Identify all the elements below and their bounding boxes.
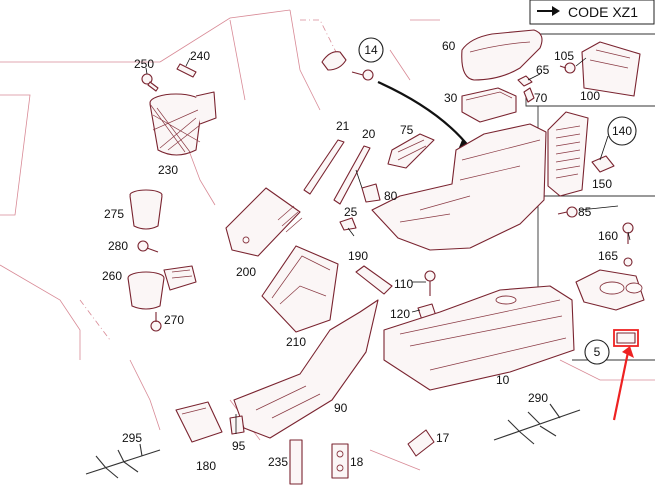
label-18: 18 [350,455,364,469]
console-front [371,123,547,251]
highlight-arrow [612,351,630,421]
clip-14 [321,51,374,81]
screw-160 [622,222,634,267]
code-box: CODE XZ1 [529,0,655,25]
label-17: 17 [436,431,450,445]
label-295: 295 [122,431,142,445]
part-number-labels: 250 240 60 105 65 70 100 30 230 21 20 75… [102,39,618,473]
grille-panel [547,111,589,197]
storage-box-210 [261,245,339,333]
bracket-190 [355,265,393,295]
clip-25 [339,217,357,231]
screw-250 [141,73,159,92]
code-box-label: CODE XZ1 [568,4,638,20]
clip-150 [591,155,615,173]
label-235: 235 [268,455,288,469]
tray-30 [461,87,517,123]
label-270: 270 [164,313,184,327]
label-21: 21 [336,119,350,133]
label-290: 290 [528,391,548,405]
armrest-165 [575,269,645,311]
label-280: 280 [108,239,128,253]
tray-180 [175,401,223,443]
label-260: 260 [102,269,122,283]
label-110: 110 [394,277,413,291]
label-90: 90 [334,401,348,415]
label-200: 200 [236,265,256,279]
label-65: 65 [536,63,550,77]
label-120: 120 [390,307,410,321]
wire-harness-295 [85,443,161,479]
bracket-18 [331,443,349,479]
highlight-box [613,329,639,347]
label-150: 150 [592,177,612,191]
svg-text:14: 14 [364,43,378,57]
svg-text:5: 5 [594,345,601,359]
callout-14: 14 [358,37,384,63]
vent-75 [387,133,435,169]
label-30: 30 [444,91,458,105]
reference-box-lines [525,33,655,361]
label-275: 275 [104,207,124,221]
label-75: 75 [400,123,414,137]
callout-140: 140 [599,116,637,161]
side-trim-90 [233,299,379,439]
screw-280 [137,240,159,253]
label-210: 210 [286,335,306,349]
pin-240 [176,63,197,78]
label-240: 240 [190,49,210,63]
label-230: 230 [158,163,178,177]
screw-270 [150,312,162,332]
clip-95 [229,415,245,435]
screw-105 [559,62,576,74]
label-95: 95 [232,439,246,453]
label-10: 10 [496,373,510,387]
label-100: 100 [580,89,600,103]
panel-100 [581,41,641,97]
label-70: 70 [534,91,548,105]
label-165: 165 [598,249,618,263]
connector-17 [407,429,435,457]
arrow-14-to-console [377,80,471,149]
label-250: 250 [134,57,154,71]
label-85: 85 [578,205,592,219]
label-60: 60 [442,39,456,53]
console-base-10 [383,285,575,391]
highlighted-part [612,329,639,421]
label-80: 80 [384,189,398,203]
label-20: 20 [362,127,376,141]
cup-275 [129,189,163,230]
screw-85 [557,206,578,218]
svg-text:140: 140 [612,124,632,138]
trim-strips [303,139,371,205]
cover-200 [225,187,303,257]
leader-lines [145,57,631,434]
label-105: 105 [554,49,574,63]
clip-65-70 [517,75,535,103]
strip-235 [289,439,303,485]
cup-holder-260 [127,265,197,310]
lid-60 [461,29,543,81]
screw-110 [424,270,436,296]
clip-80 [355,169,381,203]
label-180: 180 [196,459,216,473]
label-160: 160 [598,229,618,243]
wire-harness-290 [493,403,581,445]
callout-5: 5 [584,339,610,365]
label-25: 25 [344,205,358,219]
label-190: 190 [348,249,368,263]
cup-holder-net [149,91,217,156]
